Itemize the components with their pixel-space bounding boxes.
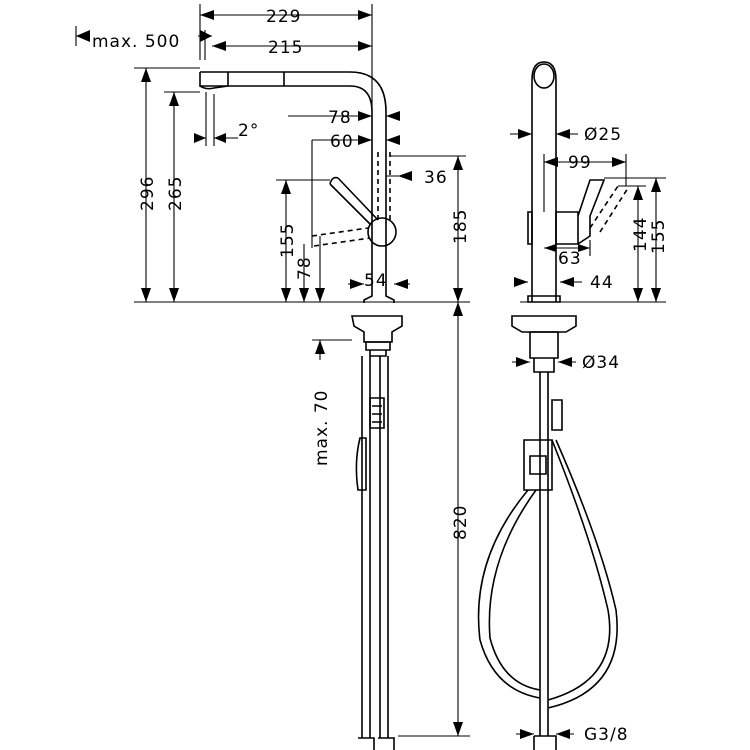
dim-diameter-34: Ø34 [582,353,620,373]
dim-78-lower: 78 [295,256,315,280]
dim-54: 54 [364,271,388,291]
dim-g-3-8: G3/8 [584,725,629,745]
dim-63: 63 [558,249,582,269]
dim-215: 215 [268,38,303,58]
dim-155-right: 155 [649,219,669,254]
front-view-dimensions: Ø25 99 144 155 63 44 Ø34 G3/8 [510,125,669,745]
dim-265: 265 [166,176,186,211]
dim-max-70: max. 70 [312,390,332,466]
front-hoses [539,372,549,736]
front-view [477,61,629,750]
front-spout [531,61,557,302]
dim-99: 99 [568,153,592,173]
dim-78-top: 78 [328,108,352,128]
side-view-dimensions: 229 max. 500 215 296 265 2° 78 60 36 [75,4,471,737]
dim-60: 60 [330,132,354,152]
spout-rotation-line [377,152,391,222]
front-lever-open [589,185,629,233]
front-hose-loop [477,439,618,709]
dim-296: 296 [138,176,158,211]
dim-185: 185 [451,209,471,244]
hose-weight [355,437,367,491]
mount-nut [365,341,391,357]
dim-2-degree: 2° [238,121,259,141]
front-spout-top [533,63,555,89]
lever-handle [329,176,379,225]
dim-diameter-25: Ø25 [584,125,622,145]
lever-open-position [311,227,371,247]
hose-left [361,356,371,738]
dim-820: 820 [451,505,471,540]
front-connector [551,399,563,431]
front-weight [523,439,553,491]
dim-44: 44 [590,273,614,293]
mount-flange [351,315,403,343]
hose-connector [369,397,385,429]
lever-hub [367,217,397,247]
dim-229: 229 [266,7,301,27]
front-hose-end [533,735,557,750]
front-nut [529,331,559,373]
dim-36: 36 [424,168,448,188]
dim-144: 144 [631,217,651,252]
dim-max-500: max. 500 [92,32,180,52]
hose-ends [358,737,395,750]
side-view [199,71,403,750]
spray-head [199,72,285,90]
front-lever-housing [527,211,579,245]
front-flange [511,315,577,333]
hose-right [379,356,389,738]
dim-155-left: 155 [278,223,298,258]
front-lever [577,179,606,245]
